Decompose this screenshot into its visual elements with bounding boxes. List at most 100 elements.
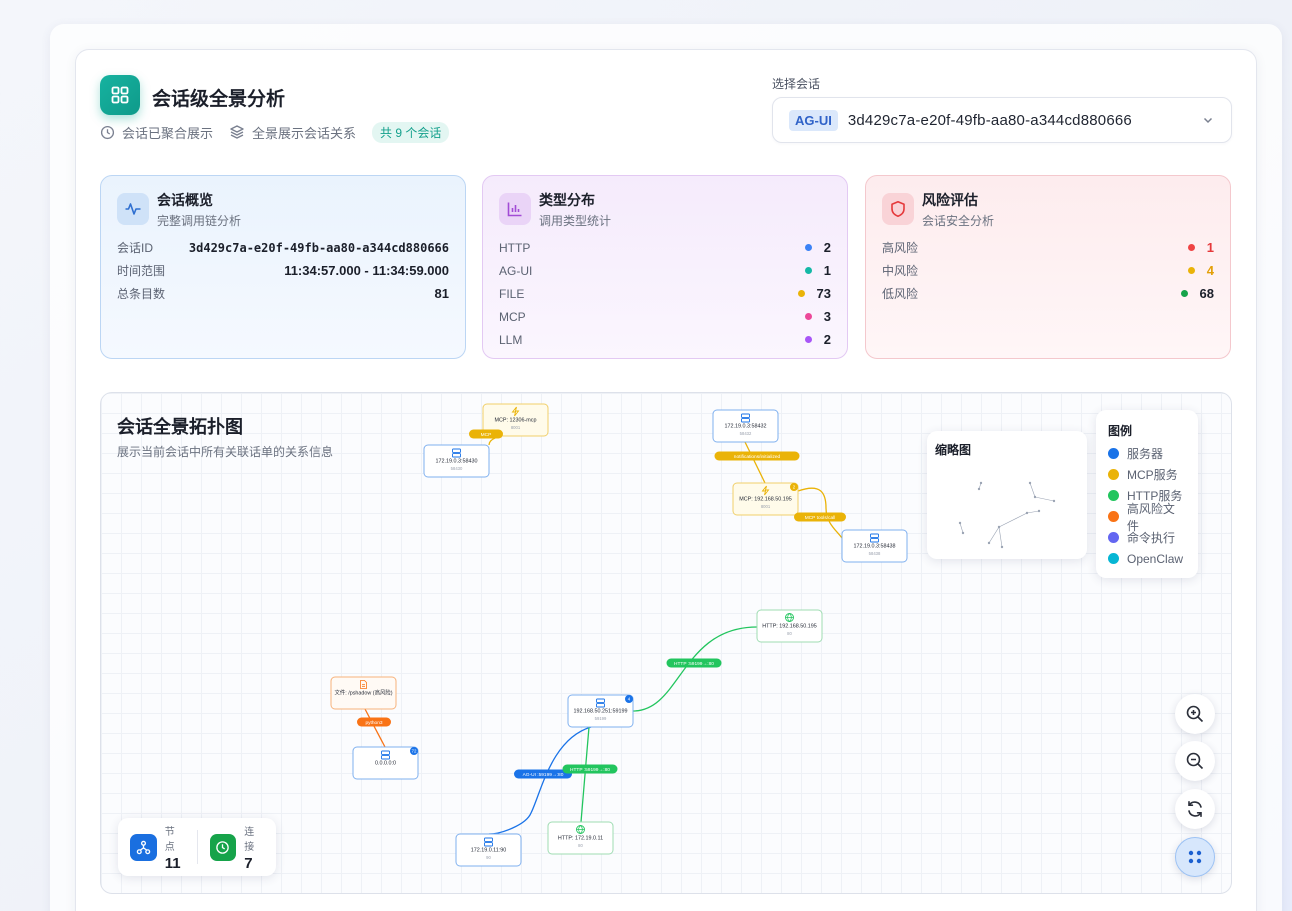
bolt-icon <box>511 406 520 417</box>
node-badge <box>410 747 418 755</box>
edge-label: notifications/initialized <box>714 451 800 461</box>
node-label: 0.0.0.0:0 <box>375 761 396 767</box>
node-label: 172.19.0.3:58430 <box>436 459 478 465</box>
node-box <box>330 676 397 710</box>
edge-line <box>632 626 758 712</box>
edge-line <box>744 441 766 484</box>
edge-line <box>580 726 590 823</box>
session-select[interactable]: AG-UI 3d429c7a-e20f-49fb-aa80-a344cd8806… <box>772 97 1232 143</box>
overview-card: 会话概览 完整调用链分析 会话ID 3d429c7a-e20f-49fb-aa8… <box>100 175 466 359</box>
node-label: HTTP: 192.168.50.195 <box>762 624 817 630</box>
node-sublabel: 58430 <box>451 466 463 471</box>
minimap-canvas <box>958 481 1056 549</box>
node-box <box>567 694 634 728</box>
legend-title: 图例 <box>1108 424 1133 438</box>
edge-line <box>797 487 843 539</box>
node-box <box>455 833 522 867</box>
edge-label: python3 <box>357 717 391 727</box>
legend-dot <box>1108 532 1119 543</box>
session-count-badge: 共 9 个会话 <box>372 121 450 143</box>
node-box <box>423 444 490 478</box>
topology-subtitle: 展示当前会话中所有关联话单的关系信息 <box>117 445 334 459</box>
bolt-icon <box>761 485 770 496</box>
links-label: 连接 <box>244 826 255 853</box>
page-title: 会话级全景分析 <box>152 89 286 110</box>
node-sublabel: 8001 <box>761 504 771 509</box>
edge-line <box>488 726 592 835</box>
server-icon <box>870 533 879 543</box>
zoom-in-icon <box>1186 705 1204 723</box>
overview-subtitle: 完整调用链分析 <box>157 213 242 228</box>
edge-label-text: HTTP :59199→:80 <box>674 661 714 667</box>
node-badge-text: 2 <box>793 485 796 490</box>
file-icon <box>360 680 367 689</box>
zoom-in-button[interactable] <box>1175 694 1215 734</box>
server-icon <box>484 837 493 847</box>
legend-item: 服务器 <box>1108 443 1186 464</box>
minimap[interactable]: 缩略图 <box>927 431 1087 559</box>
clock-icon <box>209 833 237 861</box>
node-box <box>712 409 779 443</box>
type-dot <box>804 336 812 343</box>
type-dot <box>804 244 812 251</box>
node-sublabel: 58438 <box>869 551 881 556</box>
dots-icon <box>1188 850 1202 864</box>
legend-item: MCP服务 <box>1108 464 1186 485</box>
type-dot <box>804 313 812 320</box>
globe-icon <box>576 825 585 834</box>
session-select-value: 3d429c7a-e20f-49fb-aa80-a344cd880666 <box>847 111 1132 129</box>
topology-graph[interactable]: MCP: 12306-mcp8001172.19.0.3:58430584301… <box>101 393 1232 894</box>
topology-panel[interactable]: 会话全景拓扑图 展示当前会话中所有关联话单的关系信息 MCP: 12306-mc… <box>100 392 1232 894</box>
shield-icon <box>882 193 914 225</box>
node-sublabel: 80 <box>787 631 792 636</box>
node-box <box>547 821 614 855</box>
legend-dot <box>1108 511 1119 522</box>
reset-view-button[interactable] <box>1175 789 1215 829</box>
zoom-out-icon <box>1186 752 1204 770</box>
node-label: 192.168.50.251:59199 <box>574 709 628 715</box>
type-dot <box>797 290 805 297</box>
server-icon <box>596 698 605 708</box>
legend-dot <box>1108 448 1119 459</box>
edge-label: HTTP :59199→:80 <box>562 764 618 774</box>
legend-item: OpenClaw <box>1108 548 1186 569</box>
topology-node[interactable]: 0.0.0.0:072 <box>352 746 419 780</box>
edge-label-text: AG-UI :59199→:80 <box>523 772 564 778</box>
node-label: HTTP: 172.19.0.11 <box>558 836 603 842</box>
session-type-tag: AG-UI <box>789 109 838 131</box>
refresh-icon <box>1188 801 1202 817</box>
chevron-down-icon <box>1203 117 1213 124</box>
zoom-out-button[interactable] <box>1175 741 1215 781</box>
node-badge <box>790 483 798 491</box>
aggregated-text: 会话已聚合展示 <box>122 125 214 141</box>
server-icon <box>741 413 750 423</box>
node-sublabel: 58432 <box>740 431 752 436</box>
node-label: 172.19.0.11:90 <box>471 848 507 854</box>
grid-icon <box>100 75 140 115</box>
edge-label-text: MCP <box>481 432 492 438</box>
layout-button[interactable] <box>1175 837 1215 877</box>
risk-dot <box>1187 267 1195 274</box>
node-label: 文件: /pshadow (高风险) <box>334 689 392 697</box>
type-subtitle: 调用类型统计 <box>539 213 612 228</box>
legend-item: 高风险文件 <box>1108 502 1186 533</box>
overview-title: 会话概览 <box>157 191 213 208</box>
legend-dot <box>1108 469 1119 480</box>
topology-node[interactable]: 文件: /pshadow (高风险) <box>330 676 397 710</box>
edge-line <box>364 708 386 748</box>
